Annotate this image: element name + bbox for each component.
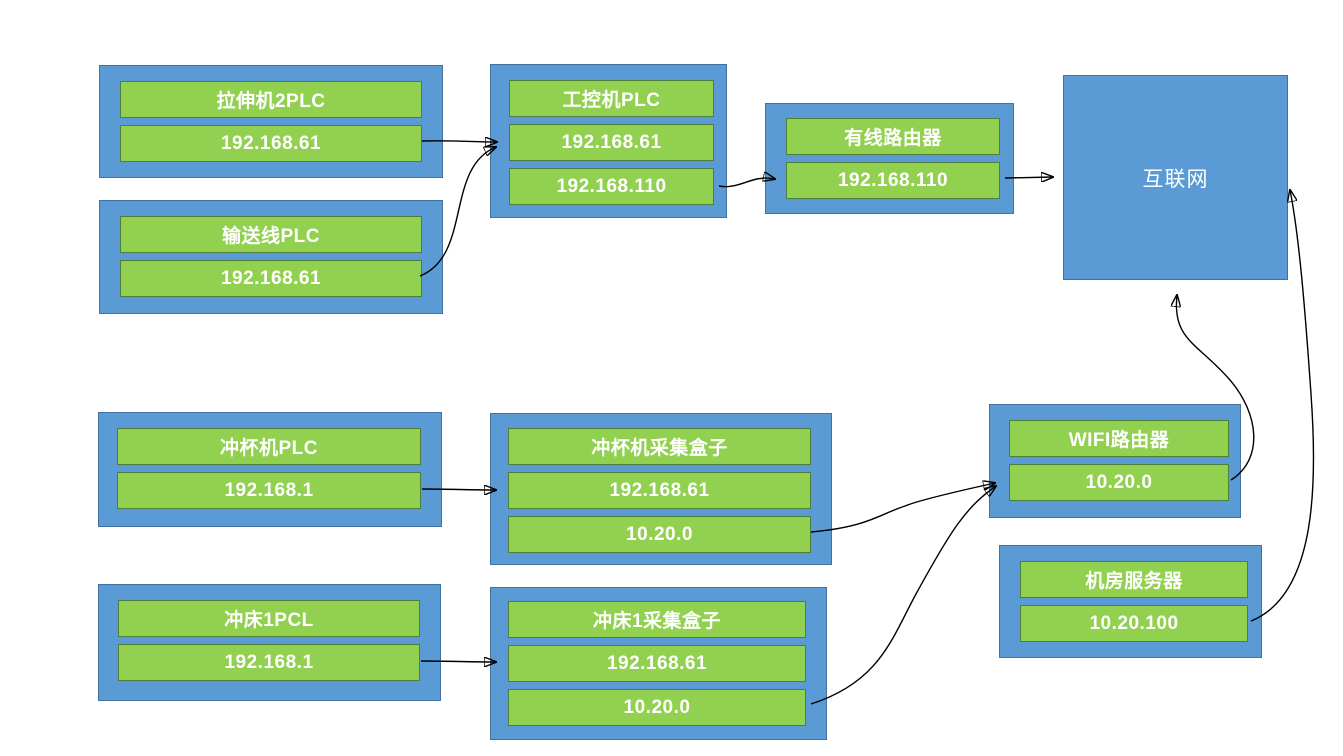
ip-address: 192.168.110 bbox=[786, 162, 1000, 199]
node-server-room-server: 机房服务器 10.20.100 bbox=[999, 545, 1262, 658]
node-title: 机房服务器 bbox=[1020, 561, 1248, 598]
node-cup-punch-collector-box: 冲杯机采集盒子 192.168.61 10.20.0 bbox=[490, 413, 832, 565]
node-punch-press-1-collector-box: 冲床1采集盒子 192.168.61 10.20.0 bbox=[490, 587, 827, 740]
ip-address: 192.168.61 bbox=[508, 472, 811, 509]
ip-address: 192.168.61 bbox=[508, 645, 806, 682]
node-internet: 互联网 bbox=[1063, 75, 1288, 280]
ip-address: 10.20.0 bbox=[508, 689, 806, 726]
node-title: 冲杯机PLC bbox=[117, 428, 421, 465]
ip-address: 192.168.61 bbox=[509, 124, 714, 161]
node-title: 拉伸机2PLC bbox=[120, 81, 422, 118]
node-title: 冲杯机采集盒子 bbox=[508, 428, 811, 465]
node-title: 冲床1PCL bbox=[118, 600, 420, 637]
node-wifi-router: WIFI路由器 10.20.0 bbox=[989, 404, 1241, 518]
node-conveyor-line-plc: 输送线PLC 192.168.61 bbox=[99, 200, 443, 314]
ip-address: 10.20.0 bbox=[1009, 464, 1229, 501]
edge-cuppunchcollector-to-wifirouter-arrow bbox=[810, 483, 995, 533]
node-wired-router: 有线路由器 192.168.110 bbox=[765, 103, 1014, 214]
ip-address: 192.168.1 bbox=[118, 644, 420, 681]
node-title: 冲床1采集盒子 bbox=[508, 601, 806, 638]
node-punch-press-1-pcl: 冲床1PCL 192.168.1 bbox=[98, 584, 441, 701]
node-industrial-pc-plc: 工控机PLC 192.168.61 192.168.110 bbox=[490, 64, 727, 218]
node-stretching-machine-2-plc: 拉伸机2PLC 192.168.61 bbox=[99, 65, 443, 178]
node-cup-punch-plc: 冲杯机PLC 192.168.1 bbox=[98, 412, 442, 527]
node-title: 互联网 bbox=[1142, 167, 1209, 191]
ip-address: 192.168.110 bbox=[509, 168, 714, 205]
node-title: WIFI路由器 bbox=[1009, 420, 1229, 457]
node-title: 工控机PLC bbox=[509, 80, 714, 117]
ip-address: 10.20.0 bbox=[508, 516, 811, 553]
node-title: 有线路由器 bbox=[786, 118, 1000, 155]
node-title: 输送线PLC bbox=[120, 216, 422, 253]
ip-address: 192.168.1 bbox=[117, 472, 421, 509]
ip-address: 192.168.61 bbox=[120, 260, 422, 297]
ip-address: 192.168.61 bbox=[120, 125, 422, 162]
edge-punch1collector-to-wifirouter-arrow bbox=[810, 486, 996, 705]
ip-address: 10.20.100 bbox=[1020, 605, 1248, 642]
